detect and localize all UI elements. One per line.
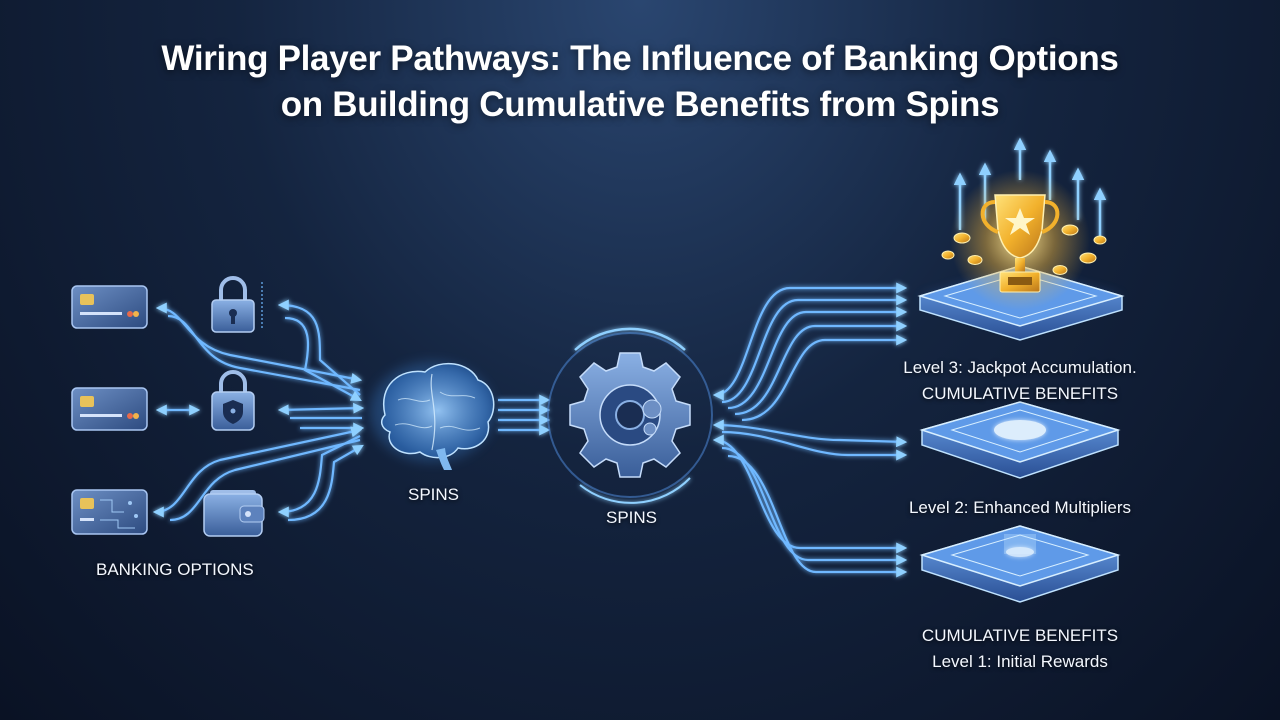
brain-spins-label: SPINS xyxy=(408,485,460,504)
credit-card-icon xyxy=(71,285,148,329)
gold-coins xyxy=(941,224,1107,275)
platform-level-2 xyxy=(919,401,1121,479)
level-3-benefits-label: CUMULATIVE BENEFITS xyxy=(921,384,1119,403)
level-1-benefits-label: CUMULATIVE BENEFITS xyxy=(921,626,1119,645)
brain-icon xyxy=(370,362,495,470)
banking-options-label: BANKING OPTIONS xyxy=(96,560,254,579)
gear-spins-label: SPINS xyxy=(606,508,658,527)
level-2-label: Level 2: Enhanced Multipliers xyxy=(908,498,1132,517)
gear-icon xyxy=(547,327,713,504)
shield-padlock-icon xyxy=(211,370,255,431)
padlock-icon xyxy=(211,276,263,333)
title-line-1: Wiring Player Pathways: The Influence of… xyxy=(161,39,1119,78)
trophy-icon xyxy=(950,170,1090,310)
platform-level-1 xyxy=(919,525,1121,603)
chip-card-icon xyxy=(71,489,148,535)
level-1-label: Level 1: Initial Rewards xyxy=(932,652,1108,671)
credit-card-icon xyxy=(71,387,148,431)
title-line-2: on Building Cumulative Benefits from Spi… xyxy=(280,85,1000,124)
brain-to-gear-lines xyxy=(498,394,551,436)
left-flow-lines xyxy=(152,299,365,522)
right-flow-lines xyxy=(712,282,908,578)
wallet-icon xyxy=(203,490,265,537)
level-3-label: Level 3: Jackpot Accumulation. xyxy=(903,358,1137,377)
page-title: Wiring Player Pathways: The Influence of… xyxy=(40,36,1240,128)
